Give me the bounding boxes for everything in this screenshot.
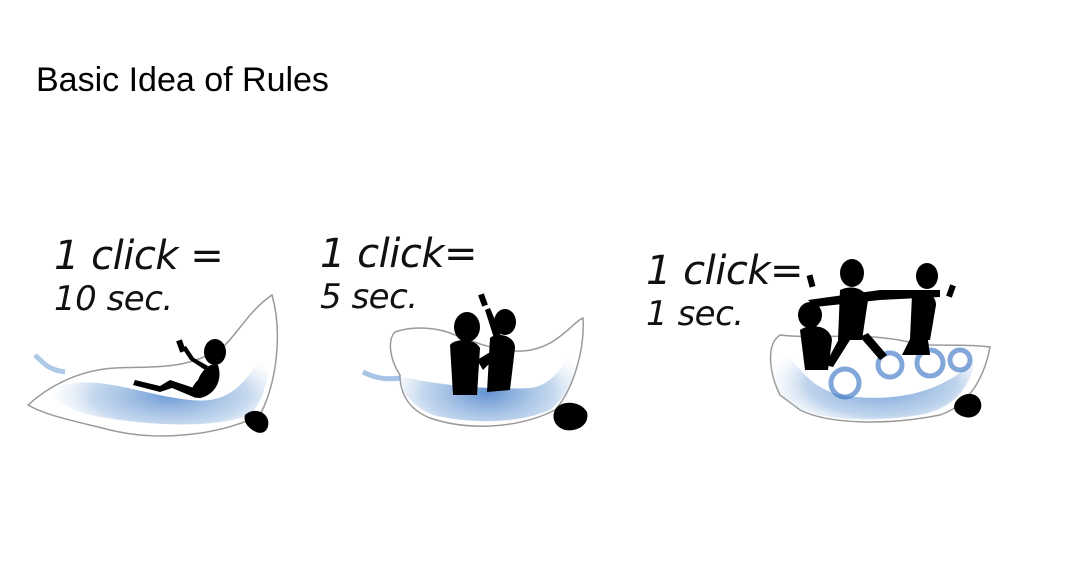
bag-corner bbox=[553, 402, 588, 431]
beanbag-two-people-drawing bbox=[361, 293, 588, 431]
swirl-lines bbox=[828, 347, 973, 400]
bag-corner bbox=[954, 393, 982, 418]
speed-label: 1 click= 1 sec. bbox=[646, 248, 804, 334]
illustration-panel-one-person: 1 click = 10 sec. bbox=[20, 220, 290, 450]
two-person-silhouette bbox=[450, 293, 516, 395]
speed-label: 1 click = 10 sec. bbox=[54, 233, 224, 319]
beanbag-three-people-drawing bbox=[767, 259, 991, 423]
slide-title: Basic Idea of Rules bbox=[36, 61, 329, 99]
illustration-panel-two-people: 1 click= 5 sec. bbox=[320, 220, 605, 450]
beanbag-shading bbox=[395, 325, 581, 422]
person-silhouette bbox=[133, 339, 226, 398]
speed-label: 1 click= 5 sec. bbox=[320, 231, 478, 317]
three-person-silhouette bbox=[798, 259, 956, 370]
illustration-panel-three-people: 1 click= 1 sec. bbox=[640, 245, 1020, 445]
beanbag-shading bbox=[767, 330, 975, 420]
bag-corner bbox=[244, 410, 269, 433]
beanbag-one-person-drawing bbox=[26, 293, 279, 437]
beanbag-shading bbox=[50, 340, 270, 425]
